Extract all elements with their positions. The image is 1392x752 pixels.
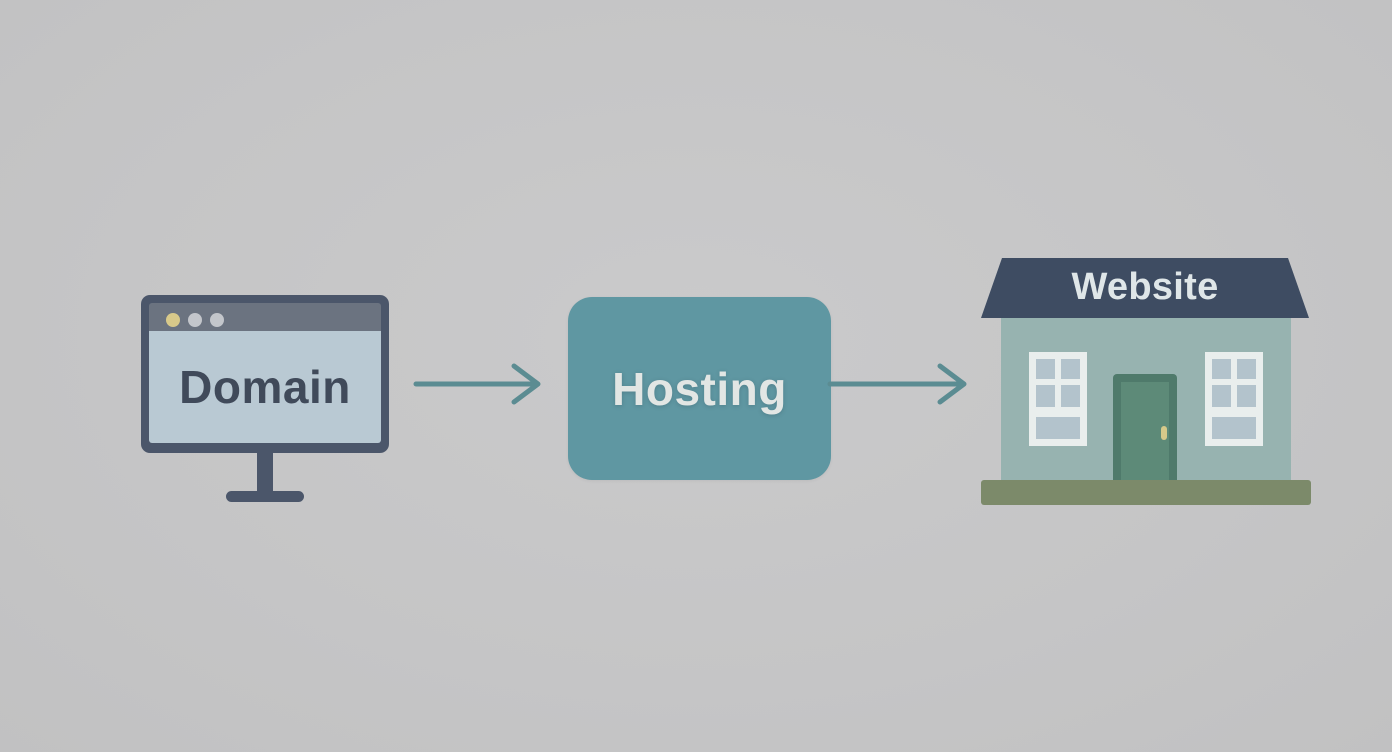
monitor-stand-base <box>226 491 304 502</box>
door-icon <box>1113 374 1177 484</box>
domain-node: Domain <box>141 295 389 453</box>
monitor-stand-neck <box>257 452 273 494</box>
monitor-screen: Domain <box>149 331 381 443</box>
window-icon <box>1029 352 1087 446</box>
window-dot-icon <box>188 313 202 327</box>
window-dot-icon <box>210 313 224 327</box>
house-icon <box>981 258 1311 505</box>
browser-titlebar <box>149 303 381 331</box>
hosting-node: Hosting <box>568 297 831 480</box>
monitor-icon: Domain <box>141 295 389 453</box>
website-label: Website <box>1071 265 1219 308</box>
arrow-domain-to-hosting <box>413 363 541 405</box>
hosting-label: Hosting <box>612 362 787 415</box>
window-icon <box>1205 352 1263 446</box>
arrow-hosting-to-website <box>827 363 967 405</box>
window-dot-icon <box>166 313 180 327</box>
domain-label: Domain <box>179 361 351 413</box>
